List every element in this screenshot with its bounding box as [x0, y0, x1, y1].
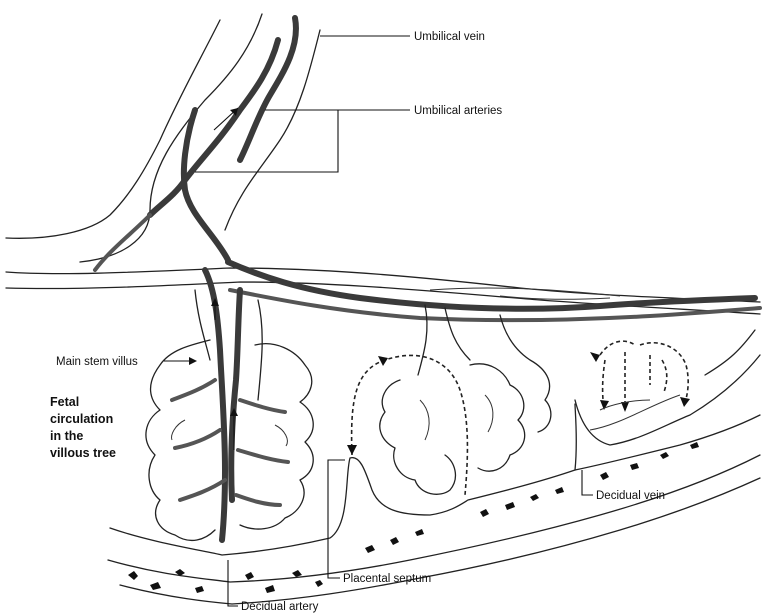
label-fetal-circulation-3: in the [50, 429, 83, 443]
label-decidual-vein: Decidual vein [596, 490, 665, 502]
label-placental-septum: Placental septum [343, 573, 431, 585]
umbilical-vein-vessel [240, 18, 296, 160]
arrow-up-left-icon [590, 352, 600, 362]
arrow-down-icon [347, 445, 357, 455]
arrow-down-icon [680, 397, 690, 407]
label-umbilical-vein: Umbilical vein [414, 31, 485, 43]
basal-plate [108, 404, 760, 604]
umbilical-cord [6, 14, 320, 270]
arrow-down-icon [621, 402, 629, 412]
label-umbilical-arteries: Umbilical arteries [414, 105, 502, 117]
villous-tree-left [146, 270, 313, 540]
label-decidual-artery: Decidual artery [241, 601, 319, 613]
label-fetal-circulation-2: circulation [50, 412, 113, 426]
arrow-left-icon [378, 356, 388, 366]
label-main-stem-villus: Main stem villus [56, 356, 138, 368]
villous-tree-middle [380, 305, 551, 494]
chorionic-plate [6, 262, 760, 320]
label-fetal-circulation-1: Fetal [50, 395, 79, 409]
label-fetal-circulation-4: villous tree [50, 446, 116, 460]
maternal-circulation [347, 341, 690, 495]
umbilical-artery-vessel [150, 40, 278, 215]
